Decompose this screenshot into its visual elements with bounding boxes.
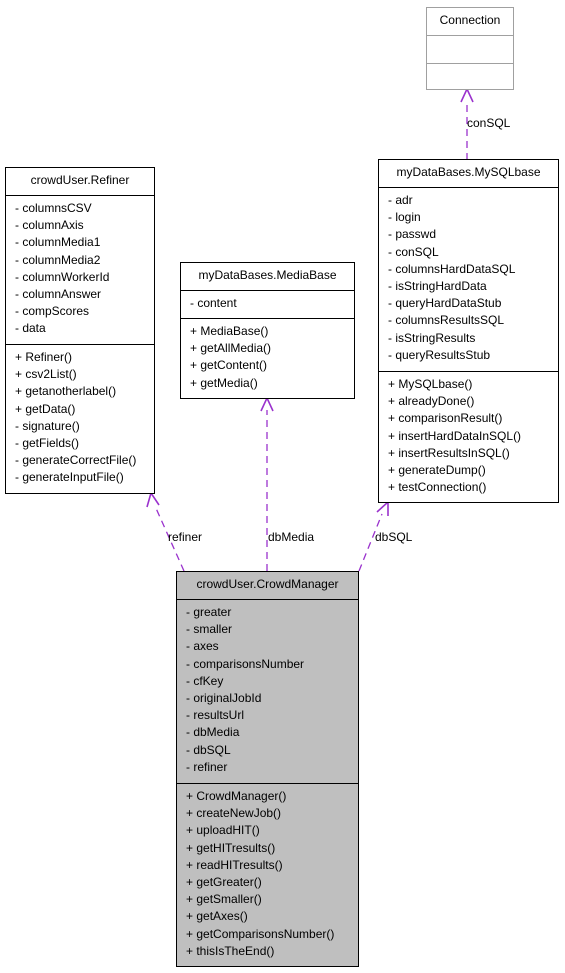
- class-box-mysqlbase[interactable]: myDataBases.MySQLbase - adr - login - pass…: [378, 159, 559, 503]
- methods-section: [427, 63, 513, 90]
- method-item: + getMedia(): [190, 375, 258, 390]
- class-box-crowdmanager[interactable]: crowdUser.CrowdManager - greater - smalle…: [176, 571, 359, 967]
- attribute-item: - compScores: [15, 304, 90, 319]
- attributes-section: - content: [181, 290, 354, 318]
- method-item: - signature(): [15, 418, 80, 433]
- method-item: + comparisonResult(): [388, 411, 503, 426]
- method-item: + Refiner(): [15, 350, 73, 364]
- edge-dbMedia: [260, 396, 274, 571]
- method-item: + csv2List(): [15, 367, 77, 382]
- methods-section: + Refiner() + csv2List() + getanotherlabel…: [6, 344, 154, 493]
- attribute-item: - columnsCSV: [15, 201, 92, 215]
- method-item: + getanotherlabel(): [15, 384, 117, 399]
- class-box-refiner[interactable]: crowdUser.Refiner - columnsCSV - columnAx…: [5, 167, 155, 494]
- attribute-item: - greater: [186, 605, 232, 619]
- class-box-connection[interactable]: Connection: [426, 7, 514, 90]
- method-item: + generateDump(): [388, 462, 486, 477]
- attribute-item: - isStringResults: [388, 330, 476, 345]
- attribute-item: - cfKey: [186, 673, 224, 688]
- attributes-section: [427, 35, 513, 63]
- class-title: myDataBases.MediaBase: [198, 268, 337, 282]
- method-item: + getGreater(): [186, 874, 262, 889]
- attribute-item: - originalJobId: [186, 690, 262, 705]
- attribute-item: - columnsHardDataSQL: [388, 261, 516, 276]
- method-item: + MySQLbase(): [388, 377, 473, 391]
- class-title: crowdUser.CrowdManager: [196, 577, 339, 591]
- attribute-item: - refiner: [186, 759, 228, 774]
- attribute-item: - login: [388, 210, 421, 225]
- attribute-item: - columnsResultsSQL: [388, 313, 505, 328]
- edge-label-conSQL: conSQL: [467, 116, 511, 130]
- attributes-section: - greater - smaller - axes - comparisonsNum…: [177, 599, 358, 783]
- attribute-item: - adr: [388, 193, 413, 207]
- attribute-item: - dbMedia: [186, 725, 240, 740]
- attribute-item: - comparisonsNumber: [186, 656, 305, 671]
- method-item: + getComparisonsNumber(): [186, 926, 335, 941]
- attribute-item: - columnWorkerId: [15, 269, 110, 284]
- method-item: + getSmaller(): [186, 892, 262, 907]
- attribute-item: - data: [15, 321, 46, 336]
- method-item: + getData(): [15, 401, 76, 416]
- arrowhead-refiner: [146, 491, 160, 508]
- attribute-item: - conSQL: [388, 244, 439, 259]
- methods-section: + MySQLbase() + alreadyDone() + comparison…: [379, 371, 558, 502]
- method-item: + insertHardDataInSQL(): [388, 428, 522, 443]
- method-item: + testConnection(): [388, 480, 487, 495]
- class-title: Connection: [439, 13, 501, 27]
- attribute-item: - queryHardDataStub: [388, 296, 502, 311]
- attributes-section: - columnsCSV - columnAxis - columnMedia1 - …: [6, 195, 154, 344]
- method-item: - getFields(): [15, 435, 80, 450]
- method-item: + getHITresults(): [186, 840, 276, 855]
- attribute-item: - passwd: [388, 227, 437, 242]
- method-item: + getAllMedia(): [190, 341, 272, 356]
- attribute-item: - columnAxis: [15, 218, 84, 233]
- attribute-item: - isStringHardData: [388, 278, 487, 293]
- attribute-item: - columnMedia2: [15, 252, 101, 267]
- class-title: myDataBases.MySQLbase: [396, 165, 541, 179]
- attribute-item: - columnAnswer: [15, 286, 102, 301]
- attribute-item: - content: [190, 296, 237, 310]
- method-item: + alreadyDone(): [388, 394, 475, 409]
- attribute-item: - smaller: [186, 622, 233, 637]
- attribute-item: - resultsUrl: [186, 708, 245, 723]
- method-item: + getAxes(): [186, 909, 248, 924]
- attribute-item: - columnMedia1: [15, 235, 101, 250]
- method-item: + uploadHIT(): [186, 823, 260, 838]
- method-item: + insertResultsInSQL(): [388, 445, 510, 460]
- attributes-section: - adr - login - passwd - conSQL - columnsHar…: [379, 187, 558, 371]
- attribute-item: - axes: [186, 639, 219, 654]
- attribute-item: - dbSQL: [186, 742, 231, 757]
- method-item: + readHITresults(): [186, 857, 283, 872]
- method-item: - generateInputFile(): [15, 470, 124, 485]
- arrowhead-dbSQL: [376, 500, 389, 516]
- attribute-item: - queryResultsStub: [388, 347, 491, 362]
- method-item: - generateCorrectFile(): [15, 453, 137, 468]
- method-item: + thisIsTheEnd(): [186, 943, 275, 958]
- methods-section: + CrowdManager() + createNewJob() + upload…: [177, 783, 358, 966]
- class-title: crowdUser.Refiner: [30, 173, 130, 187]
- class-box-mediabase[interactable]: myDataBases.MediaBase - content + MediaB…: [180, 262, 355, 399]
- method-item: + CrowdManager(): [186, 789, 287, 803]
- edge-label-dbMedia: dbMedia: [268, 530, 315, 544]
- methods-section: + MediaBase() + getAllMedia() + getContent…: [181, 318, 354, 398]
- method-item: + getContent(): [190, 358, 268, 373]
- edge-label-dbSQL: dbSQL: [375, 530, 413, 544]
- arrowhead-dbMedia: [260, 396, 274, 412]
- arrowhead-conSQL: [460, 87, 474, 103]
- method-item: + createNewJob(): [186, 806, 282, 821]
- method-item: + MediaBase(): [190, 324, 269, 338]
- edge-label-refiner: refiner: [168, 530, 203, 544]
